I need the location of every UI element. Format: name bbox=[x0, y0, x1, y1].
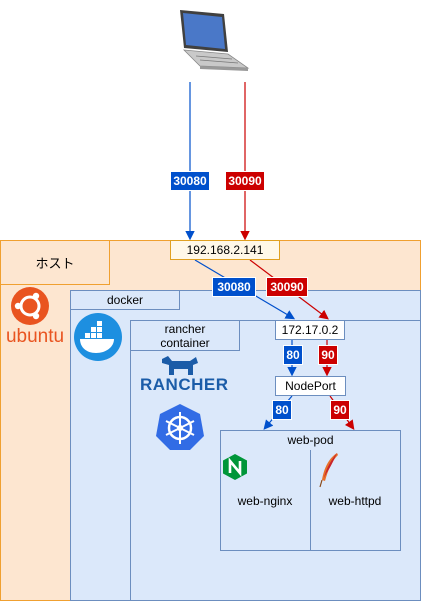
web-pod-divider bbox=[310, 450, 311, 551]
port-badge-pod-httpd: 90 bbox=[330, 400, 350, 420]
rancher-label-line1: rancher bbox=[164, 321, 206, 336]
port-badge-nodeport-nginx: 80 bbox=[283, 345, 303, 365]
port-badge-nodeport-httpd: 90 bbox=[318, 345, 338, 365]
web-httpd-label: web-httpd bbox=[328, 494, 382, 508]
nodeport-box: NodePort bbox=[275, 376, 346, 396]
port-badge-docker-nginx: 30080 bbox=[212, 277, 256, 297]
rancher-label-line2: container bbox=[160, 335, 210, 350]
host-label: ホスト bbox=[0, 240, 110, 285]
httpd-feather-icon bbox=[319, 453, 338, 488]
ubuntu-logo-icon bbox=[11, 287, 49, 325]
laptop-icon bbox=[180, 10, 250, 71]
port-badge-docker-httpd: 30090 bbox=[266, 277, 308, 297]
docker-label: docker bbox=[70, 290, 180, 310]
ubuntu-logo-text: ubuntu bbox=[5, 326, 65, 347]
container-ip-box: 172.17.0.2 bbox=[275, 320, 345, 340]
nginx-icon bbox=[223, 454, 247, 480]
port-badge-pod-nginx: 80 bbox=[272, 400, 292, 420]
host-ip-box: 192.168.2.141 bbox=[170, 240, 280, 260]
web-pod-title: web-pod bbox=[287, 433, 334, 447]
web-nginx-label: web-nginx bbox=[237, 494, 293, 508]
docker-whale-icon bbox=[74, 313, 122, 361]
port-badge-host-httpd: 30090 bbox=[225, 171, 265, 191]
rancher-logo-text: RANCHER bbox=[140, 375, 229, 394]
kubernetes-icon bbox=[156, 404, 204, 450]
rancher-cow-icon bbox=[162, 356, 198, 375]
port-badge-host-nginx: 30080 bbox=[170, 171, 210, 191]
